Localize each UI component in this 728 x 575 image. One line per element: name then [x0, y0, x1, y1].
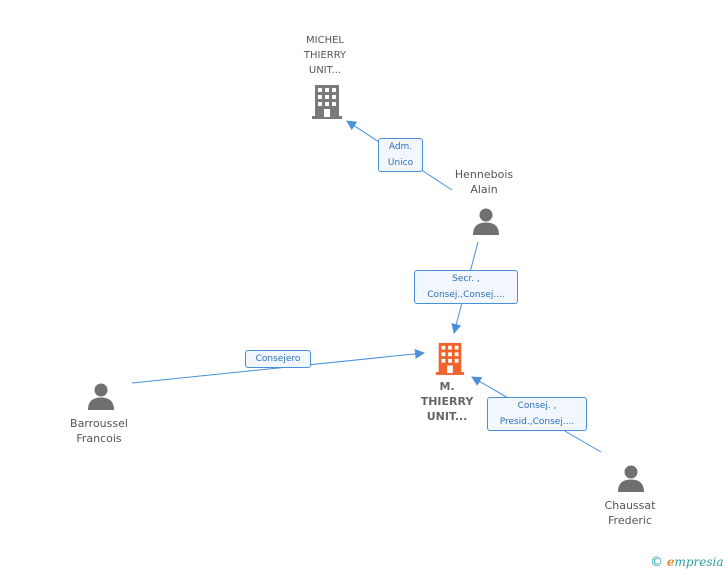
building-icon-main[interactable] [434, 341, 466, 375]
person-label-barroussel[interactable]: Barroussel Francois [70, 417, 128, 445]
edge-label-consej[interactable]: Consej. , Presid.,Consej.... [487, 397, 587, 431]
company-label-michel[interactable]: MICHEL THIERRY UNIT... [303, 35, 347, 76]
edge-barroussel-to-main [131, 348, 425, 384]
person-label-hennebois[interactable]: Hennebois Alain [454, 168, 514, 196]
edge-label-consejero[interactable]: Consejero [245, 350, 311, 368]
edge-label-secr[interactable]: Secr. , Consej.,Consej.... [414, 270, 518, 304]
person-icon[interactable] [87, 382, 115, 410]
empresia-logo: © empresia [650, 555, 724, 570]
person-label-chaussat[interactable]: Chaussat Frederic [604, 499, 656, 527]
building-icon[interactable] [310, 83, 344, 119]
person-icon[interactable] [617, 464, 645, 492]
edge-label-adm-unico[interactable]: Adm. Unico [378, 138, 423, 172]
company-label-main[interactable]: M. THIERRY UNIT... [420, 380, 474, 423]
person-icon[interactable] [472, 207, 500, 235]
